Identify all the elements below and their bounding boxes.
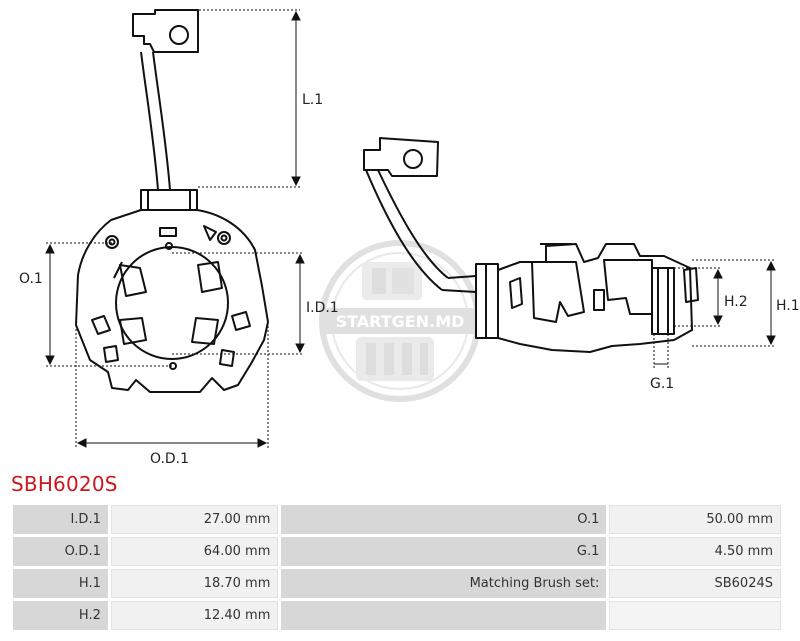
dim-label-od1: O.D.1 xyxy=(150,451,189,467)
spec-value: SB6024S xyxy=(609,569,781,598)
spec-label: H.2 xyxy=(13,601,108,630)
product-code-title: SBH6020S xyxy=(11,472,118,496)
spec-value: 27.00 mm xyxy=(110,505,279,534)
dim-label-g1: G.1 xyxy=(650,376,674,392)
spec-label xyxy=(281,601,607,630)
front-view xyxy=(75,9,269,393)
dim-label-l1: L.1 xyxy=(302,92,323,108)
spec-label: H.1 xyxy=(13,569,108,598)
spec-value: 18.70 mm xyxy=(110,569,279,598)
spec-value: 50.00 mm xyxy=(609,505,781,534)
specs-table: I.D.1 27.00 mm O.1 50.00 mm O.D.1 64.00 … xyxy=(10,502,784,633)
spec-label: O.1 xyxy=(281,505,607,534)
table-row: O.D.1 64.00 mm G.1 4.50 mm xyxy=(13,537,781,566)
side-view xyxy=(363,137,699,353)
dim-label-id1: I.D.1 xyxy=(306,300,339,316)
dim-label-o1: O.1 xyxy=(19,271,43,287)
front-dimensions xyxy=(45,9,305,448)
spec-label: G.1 xyxy=(281,537,607,566)
side-dimensions xyxy=(653,259,776,368)
table-row: H.2 12.40 mm xyxy=(13,601,781,630)
dim-label-h2: H.2 xyxy=(724,294,748,310)
watermark-logo: STARTGEN.MD xyxy=(319,240,481,402)
table-row: I.D.1 27.00 mm O.1 50.00 mm xyxy=(13,505,781,534)
dim-label-h1: H.1 xyxy=(776,298,800,314)
spec-value xyxy=(609,601,781,630)
spec-label: O.D.1 xyxy=(13,537,108,566)
spec-label: I.D.1 xyxy=(13,505,108,534)
table-row: H.1 18.70 mm Matching Brush set: SB6024S xyxy=(13,569,781,598)
watermark-text: STARTGEN.MD xyxy=(336,312,465,331)
technical-drawing: STARTGEN.MD xyxy=(19,9,800,467)
spec-value: 4.50 mm xyxy=(609,537,781,566)
spec-value: 64.00 mm xyxy=(110,537,279,566)
spec-value: 12.40 mm xyxy=(110,601,279,630)
spec-label: Matching Brush set: xyxy=(281,569,607,598)
